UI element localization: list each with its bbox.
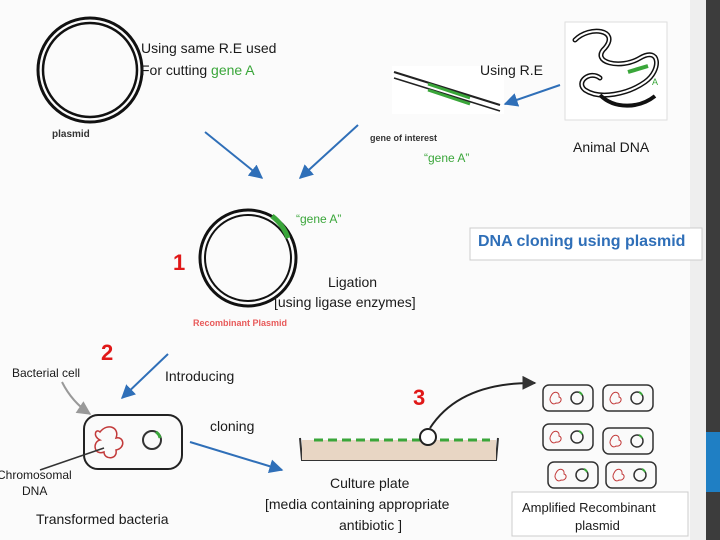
transformed-bacterium <box>83 414 183 470</box>
ligation-label: Ligation <box>328 274 378 290</box>
slide-sidebar-accent <box>706 432 720 492</box>
step-1-label: 1 <box>173 250 186 275</box>
culture-media-label: [media containing appropriate <box>265 496 450 512</box>
slide-sidebar <box>706 0 720 540</box>
chromosomal-label-line2: DNA <box>22 484 48 498</box>
arrow-introducing <box>120 353 169 399</box>
amplified-bacterium <box>547 461 599 489</box>
chromosomal-pointer <box>39 447 105 471</box>
gene-fragment <box>392 66 504 114</box>
arrow-plasmid-to-recombinant <box>204 131 264 179</box>
culture-plate-label: Culture plate <box>330 475 410 491</box>
cutting-prefix: For cutting <box>141 62 212 78</box>
gene-a-label-top: “gene A” <box>424 151 470 165</box>
gene-a-small-label: A <box>652 77 659 87</box>
chromosomal-label-line1: Chromosomal <box>0 468 72 482</box>
amplified-bacterium <box>602 427 654 455</box>
ligase-label: [using ligase enzymes] <box>274 294 416 310</box>
diagram-title: DNA cloning using plasmid <box>478 233 686 250</box>
arrow-animal-to-gene <box>503 84 561 107</box>
bacterial-cell-label: Bacterial cell <box>12 366 81 380</box>
gene-of-interest-label: gene of interest <box>370 133 438 143</box>
cutting-text-line2: For cutting gene A <box>141 62 255 78</box>
plasmid-label: plasmid <box>52 129 90 140</box>
transformed-bacteria-label: Transformed bacteria <box>36 511 169 527</box>
gene-a-label-recombinant: “gene A” <box>296 212 342 226</box>
step-2-label: 2 <box>101 340 114 365</box>
culture-plate <box>299 428 499 461</box>
arrow-amplify <box>429 375 537 429</box>
amplified-box <box>511 491 689 537</box>
amplified-bacterium <box>542 384 594 412</box>
culture-antibiotic-label: antibiotic ] <box>339 517 403 533</box>
step-3-label: 3 <box>413 385 426 410</box>
amplified-bacterium <box>605 461 657 489</box>
animal-dna-label: Animal DNA <box>573 139 650 155</box>
arrow-bacterial-cell <box>61 381 92 415</box>
animal-dna-image <box>564 21 668 121</box>
cloning-label: cloning <box>210 418 255 434</box>
cutting-gene: gene A <box>211 62 255 78</box>
amplified-bacterium <box>602 384 654 412</box>
amplified-label-line2: plasmid <box>575 518 620 533</box>
amplified-label-line1: Amplified Recombinant <box>522 500 656 515</box>
arrow-gene-to-recombinant <box>298 124 359 179</box>
arrow-cloning <box>189 441 284 474</box>
slide-edge <box>690 0 706 540</box>
using-re-label: Using R.E <box>480 62 544 78</box>
introducing-label: Introducing <box>165 368 235 384</box>
amplified-bacteria-grid <box>542 384 657 489</box>
recombinant-plasmid-label: Recombinant Plasmid <box>193 318 288 328</box>
amplified-bacterium <box>542 423 594 451</box>
plasmid-ring <box>36 16 144 124</box>
title-box <box>469 227 703 261</box>
cutting-text-line1: Using same R.E used <box>141 40 277 56</box>
recombinant-plasmid-ring <box>198 208 298 308</box>
